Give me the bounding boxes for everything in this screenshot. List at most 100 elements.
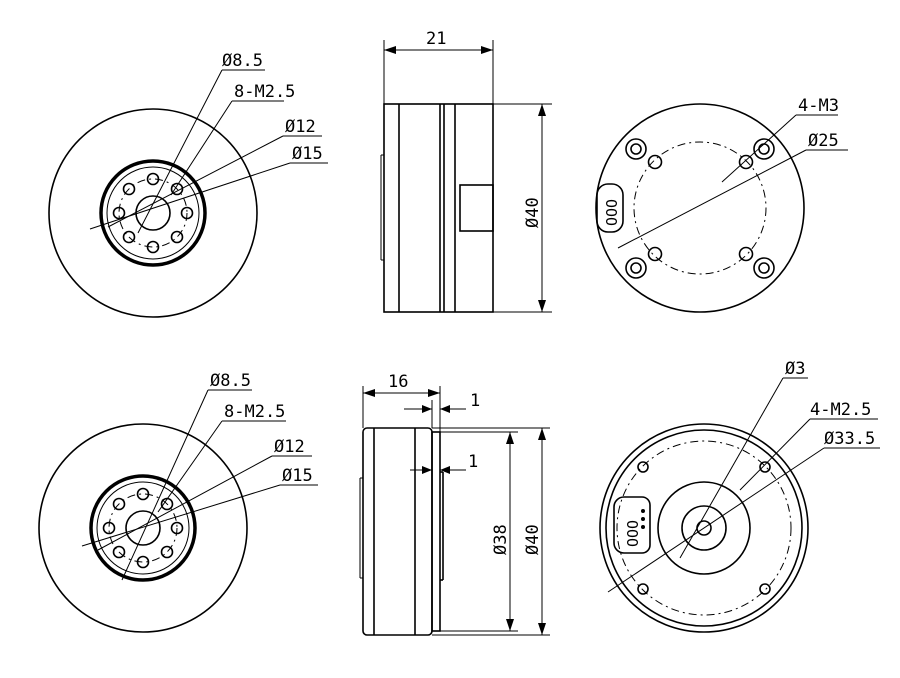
flange-circle — [99, 159, 207, 267]
threaded-hole — [647, 246, 663, 262]
mounting-hole — [637, 461, 649, 473]
mounting-holes — [112, 172, 194, 254]
rear-hub-circle — [657, 481, 751, 575]
center-bore-circle — [125, 510, 161, 546]
mounting-hole-outer — [753, 138, 775, 160]
rear-bolt-circle — [616, 440, 792, 616]
dim-label: 4-M3 — [798, 96, 839, 116]
mounting-hole — [160, 545, 174, 559]
arrow-head — [422, 405, 432, 413]
pin-dot — [641, 517, 645, 521]
leader-line — [97, 455, 273, 551]
connector-housing — [596, 183, 624, 233]
mounting-hole — [112, 206, 126, 220]
flange-inner-circle — [96, 481, 190, 575]
arrow-head — [506, 432, 514, 444]
mounting-hole — [112, 545, 126, 559]
dim-label: Ø15 — [282, 466, 313, 486]
leader-line — [739, 418, 811, 491]
flange-plate — [431, 431, 441, 632]
mounting-hole-outer — [753, 257, 775, 279]
leader-line — [107, 135, 284, 228]
width-label: 16 — [388, 372, 408, 392]
leader-line — [89, 162, 291, 230]
dim-label: 8-M2.5 — [234, 82, 295, 102]
arrow-head — [481, 46, 493, 54]
mounting-hole — [637, 583, 649, 595]
arrow-head — [538, 428, 546, 440]
leader-line — [170, 100, 233, 196]
center-bore-circle — [135, 195, 171, 231]
mounting-hole — [136, 555, 150, 569]
mounting-hole — [102, 521, 116, 535]
mounting-hole — [759, 583, 771, 595]
connector-pins: OOO — [624, 520, 642, 547]
mounting-hole — [146, 240, 160, 254]
threaded-hole — [738, 154, 754, 170]
dim-label: Ø12 — [274, 437, 305, 457]
dim-label: Ø33.5 — [824, 429, 875, 449]
rear-mounting-holes — [625, 138, 775, 279]
leader-line — [157, 420, 223, 513]
rear-bolt-circle — [633, 141, 767, 275]
rear-bearing-circle — [681, 505, 727, 551]
dim-label: Ø8.5 — [210, 371, 251, 391]
leader-line — [121, 389, 209, 581]
gap-label: 1 — [468, 452, 478, 472]
mounting-hole — [136, 487, 150, 501]
threaded-hole — [738, 246, 754, 262]
mounting-hole — [180, 206, 194, 220]
rear-rim-circle — [605, 429, 803, 627]
arrow-head — [428, 389, 440, 397]
dim-label: Ø12 — [285, 117, 316, 137]
top-front-view: Ø8.5 8-M2.5 Ø12 Ø15 — [48, 51, 328, 318]
leader-line — [721, 114, 797, 183]
mounting-hole — [122, 182, 136, 196]
pin-dot — [641, 525, 645, 529]
arrow-head — [422, 466, 432, 474]
connector-pins: OOO — [603, 199, 621, 226]
arrow-head — [506, 619, 514, 631]
leader-line — [81, 484, 281, 547]
arrow-head — [384, 46, 396, 54]
bottom-side-view: 16 1 1 Ø38 Ø40 — [359, 372, 550, 636]
outer-housing-circle — [48, 108, 258, 318]
threaded-hole — [647, 154, 663, 170]
bottom-front-view: Ø8.5 8-M2.5 Ø12 Ø15 — [38, 371, 318, 633]
dim-label: 4-M2.5 — [810, 400, 871, 420]
rear-mounting-holes — [637, 461, 771, 595]
top-rear-view: OOO 4-M3 Ø25 — [595, 96, 848, 313]
flange-inner-circle — [106, 166, 200, 260]
mounting-hole — [122, 230, 136, 244]
arrow-head — [538, 300, 546, 312]
arrow-head — [440, 466, 450, 474]
mounting-hole-inner — [630, 262, 642, 274]
arrow-head — [538, 104, 546, 116]
bottom-rear-view: OOO Ø3 4-M2.5 Ø33.5 — [599, 359, 880, 633]
height-label: Ø40 — [523, 197, 543, 228]
mounting-hole — [146, 172, 160, 186]
dim-label: Ø8.5 — [222, 51, 263, 71]
mounting-hole-inner — [630, 143, 642, 155]
arrow-head — [440, 405, 450, 413]
leader-line — [679, 377, 784, 559]
bolt-circle — [118, 178, 188, 248]
width-label: 21 — [426, 29, 446, 49]
mounting-hole — [170, 521, 184, 535]
outer-housing-circle — [38, 423, 248, 633]
mounting-hole — [112, 497, 126, 511]
dim-label: Ø25 — [808, 131, 839, 151]
leader-line — [607, 447, 825, 593]
rear-outer-circle — [599, 423, 809, 633]
mounting-hole-outer — [625, 257, 647, 279]
leader-line — [617, 149, 807, 249]
dim-label: Ø3 — [785, 359, 805, 379]
dim-label: Ø15 — [292, 144, 323, 164]
rear-outer-circle — [595, 103, 805, 313]
mounting-hole — [170, 230, 184, 244]
mounting-hole-inner — [758, 143, 770, 155]
mounting-hole-outer — [625, 138, 647, 160]
mounting-holes — [102, 487, 184, 569]
housing-outline — [383, 103, 494, 313]
gap-label: 1 — [470, 391, 480, 411]
